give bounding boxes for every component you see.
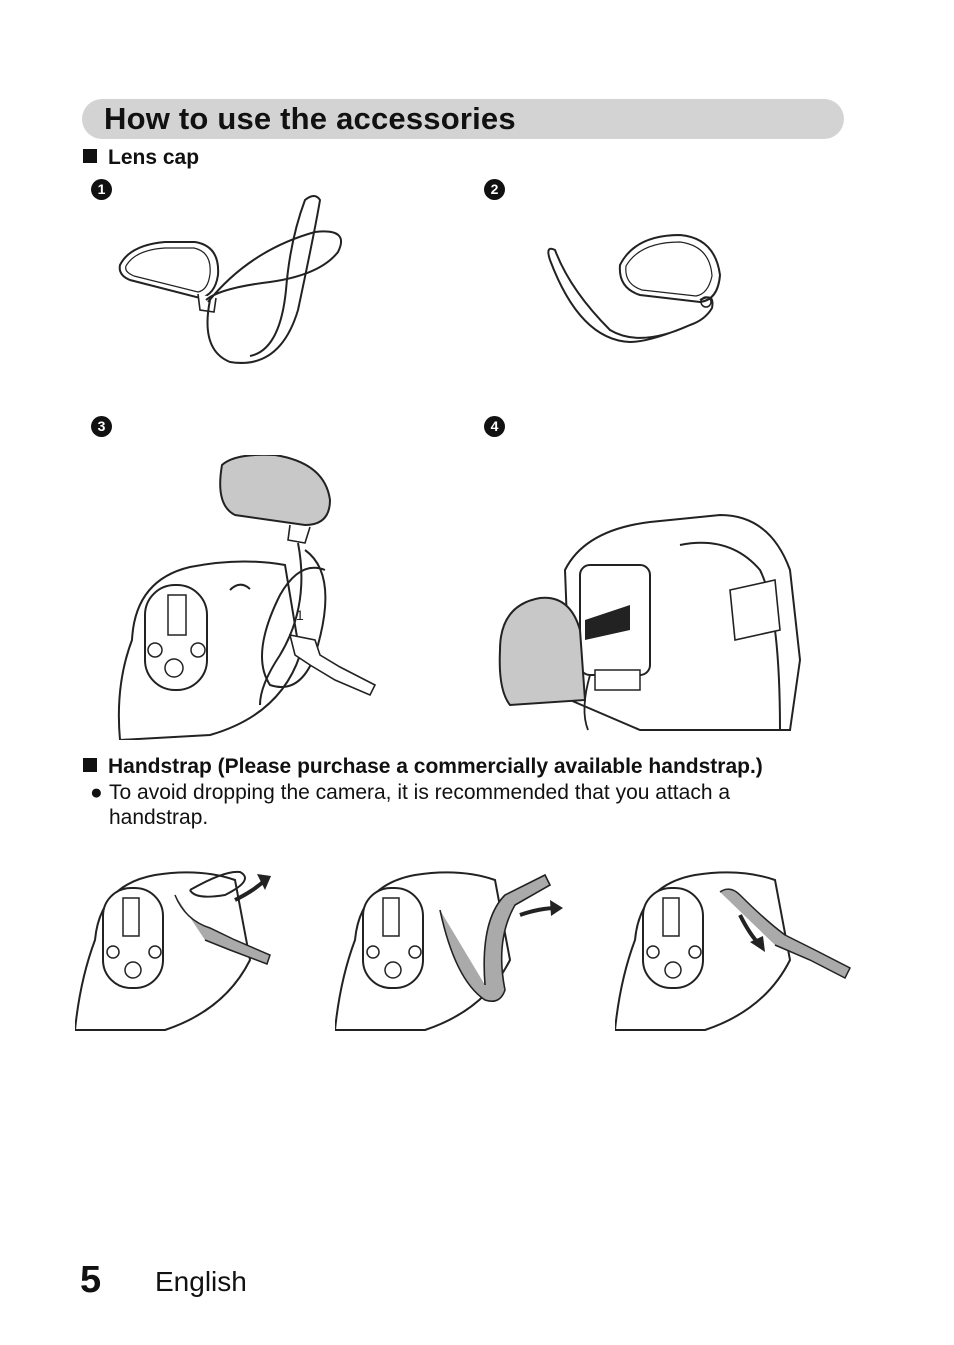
step-number-2: 2: [484, 179, 505, 200]
camera-lens-cap-closed-illustration: [498, 513, 802, 731]
step-number-3: 3: [91, 416, 112, 437]
lens-cap-cord-attached-illustration: [547, 233, 722, 344]
handstrap-heading: Handstrap (Please purchase a commerciall…: [83, 754, 763, 780]
handstrap-note: ● To avoid dropping the camera, it is re…: [90, 780, 810, 830]
lens-cap-heading: Lens cap: [83, 145, 199, 171]
language-label: English: [155, 1266, 247, 1297]
handstrap-step-1-illustration: [75, 870, 271, 1031]
handstrap-heading-text: Handstrap (Please purchase a commerciall…: [108, 755, 763, 778]
page-number: 5: [80, 1259, 102, 1301]
handstrap-note-text: To avoid dropping the camera, it is reco…: [109, 781, 731, 829]
lens-cap-heading-text: Lens cap: [108, 146, 200, 169]
handstrap-step-2-illustration: [335, 871, 563, 1031]
section-title: How to use the accessories: [104, 101, 516, 136]
bullet-dot-icon: ●: [90, 781, 103, 804]
step-number-1: 1: [91, 179, 112, 200]
camera-cord-attach-illustration: 1: [117, 455, 377, 740]
square-bullet-icon: [83, 149, 97, 163]
step-number-4: 4: [484, 416, 505, 437]
square-bullet-icon: [83, 758, 97, 772]
camera-mark-text: 1: [296, 607, 304, 623]
handstrap-step-3-illustration: [615, 871, 852, 1031]
lens-cap-with-cord-illustration: [118, 195, 343, 364]
section-title-bar: [82, 99, 844, 139]
